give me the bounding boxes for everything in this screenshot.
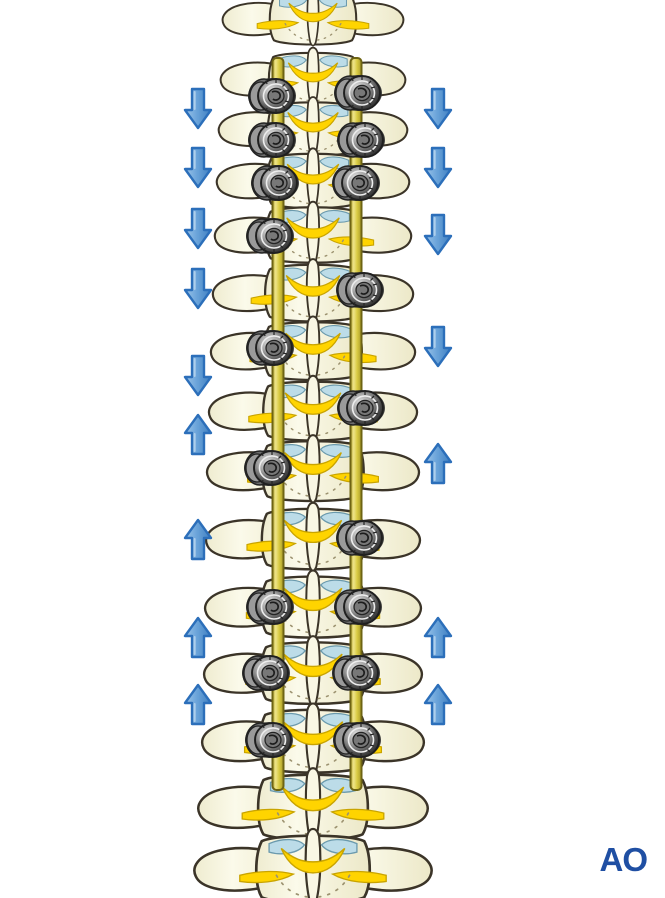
ao-logo: AO: [569, 840, 649, 880]
ao-logo-text: AO: [599, 841, 649, 878]
